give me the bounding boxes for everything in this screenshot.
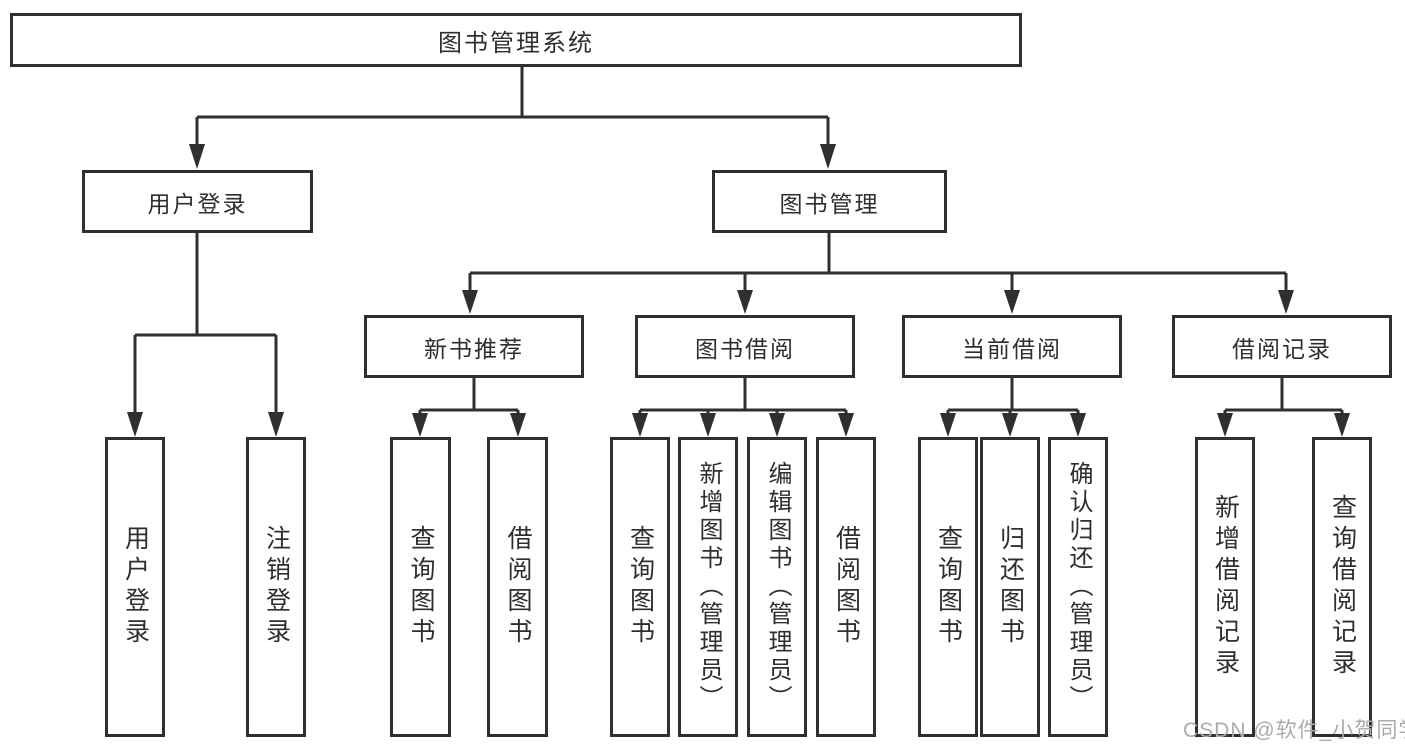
node-label: 查询图书 xyxy=(407,525,435,649)
node-borrow-record-module: 借阅记录 xyxy=(1172,315,1392,378)
node-label: 注销登录 xyxy=(262,525,291,649)
node-label: 图书管理 xyxy=(779,190,880,217)
node-label: 借阅图书 xyxy=(504,525,532,649)
leaf-query-borrow-record: 查询借阅记录 xyxy=(1312,437,1372,737)
node-label: 查询图书 xyxy=(934,525,963,649)
node-label: 归还图书 xyxy=(996,525,1025,649)
node-label: 新增借阅记录 xyxy=(1211,494,1240,680)
leaf-add-borrow-record: 新增借阅记录 xyxy=(1195,437,1255,737)
node-label: 查询图书 xyxy=(626,525,655,649)
node-label: 新书推荐 xyxy=(424,335,524,362)
node-label: 新增图书（管理员） xyxy=(695,461,722,713)
leaf-add-book-admin: 新增图书（管理员） xyxy=(678,437,738,737)
leaf-borrow-book-newbook: 借阅图书 xyxy=(487,437,548,737)
node-label: 借阅图书 xyxy=(832,525,861,649)
node-label: 确认归还（管理员） xyxy=(1065,461,1092,713)
node-current-borrow-module: 当前借阅 xyxy=(902,315,1122,378)
leaf-user-login: 用户登录 xyxy=(105,437,165,737)
node-label: 当前借阅 xyxy=(962,335,1062,362)
leaf-return-book: 归还图书 xyxy=(980,437,1040,737)
leaf-edit-book-admin: 编辑图书（管理员） xyxy=(747,437,807,737)
csdn-watermark: CSDN @软件_小贺同学 xyxy=(1183,719,1405,742)
node-book-management-branch: 图书管理 xyxy=(712,170,947,233)
node-label: 图书管理系统 xyxy=(438,29,594,57)
node-label: 编辑图书（管理员） xyxy=(764,461,791,713)
node-label: 用户登录 xyxy=(147,190,248,217)
node-label: 借阅记录 xyxy=(1232,335,1332,362)
node-user-login-branch: 用户登录 xyxy=(82,170,313,233)
node-label: 图书借阅 xyxy=(695,335,795,362)
node-book-borrow-module: 图书借阅 xyxy=(635,315,855,378)
node-root-system: 图书管理系统 xyxy=(10,13,1022,67)
node-label: 查询借阅记录 xyxy=(1328,494,1357,680)
leaf-confirm-return-admin: 确认归还（管理员） xyxy=(1048,437,1108,737)
leaf-borrow-book: 借阅图书 xyxy=(816,437,876,737)
arrowhead-icons xyxy=(127,144,1350,437)
leaf-query-book-current: 查询图书 xyxy=(918,437,978,737)
leaf-query-book-newbook: 查询图书 xyxy=(390,437,451,737)
node-label: 用户登录 xyxy=(121,525,150,649)
leaf-logout: 注销登录 xyxy=(246,437,306,737)
node-new-book-module: 新书推荐 xyxy=(364,315,584,378)
leaf-query-book-borrowmod: 查询图书 xyxy=(610,437,670,737)
